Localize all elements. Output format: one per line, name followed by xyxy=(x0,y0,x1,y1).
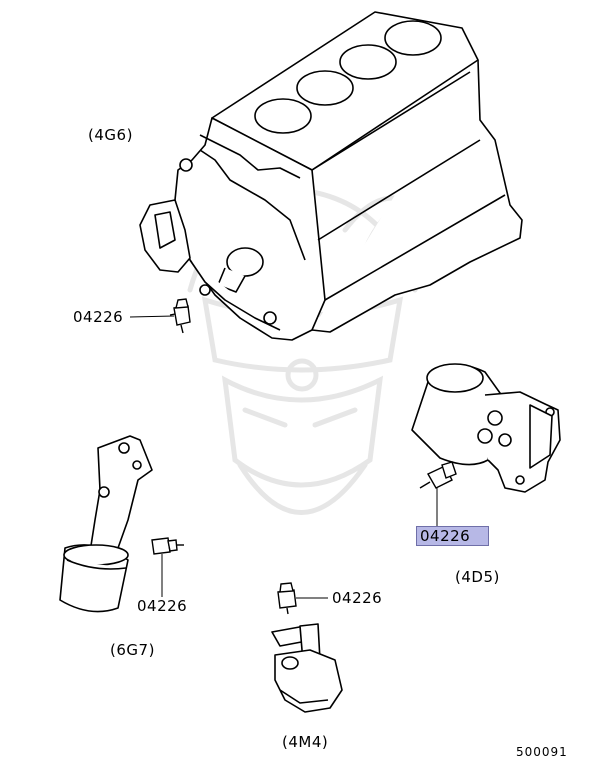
watermark-eye-left xyxy=(242,407,288,428)
watermark-face xyxy=(221,375,384,488)
switch-4-hex xyxy=(279,582,294,593)
cylinder-bore-4 xyxy=(384,20,442,56)
cylinder-bore-3 xyxy=(339,44,397,80)
filter-top xyxy=(426,363,484,393)
oil-pump-detail xyxy=(154,211,176,249)
bolt-hole-2 xyxy=(199,284,211,296)
housing-arm xyxy=(89,435,153,561)
bracket-port-2 xyxy=(477,428,493,444)
switch-2-terminal xyxy=(419,481,431,489)
part-number-4[interactable]: 04226 xyxy=(332,589,383,607)
switch-3-hex xyxy=(167,539,178,552)
part-number-3[interactable]: 04226 xyxy=(137,597,188,615)
figure-reference: 500091 xyxy=(516,745,568,759)
block-rib-3 xyxy=(324,194,506,301)
switch-1-body xyxy=(173,305,191,326)
block-lower-flange xyxy=(189,259,281,331)
bolt-hole-1 xyxy=(263,311,277,325)
filter-cylinder-band xyxy=(66,559,127,570)
switch-1-thread xyxy=(180,324,184,334)
watermark-eye-right xyxy=(312,407,358,428)
housing-bolt-2 xyxy=(98,486,110,498)
cylinder-bore-1 xyxy=(254,98,312,134)
housing-bolt-3 xyxy=(132,460,142,470)
leader-line-1 xyxy=(129,315,175,318)
timing-cover-line xyxy=(199,134,301,179)
bracket-port-1 xyxy=(487,410,503,426)
bracket-bolt-2 xyxy=(515,475,525,485)
housing-bolt-1 xyxy=(118,442,130,454)
bracket-gasket xyxy=(529,404,553,469)
head-port xyxy=(281,656,299,670)
switch-2-hex xyxy=(441,461,457,479)
oil-filter-assembly-4d5 xyxy=(411,363,561,493)
bracket-port-3 xyxy=(498,433,512,447)
head-flange xyxy=(279,689,329,704)
switch-4-thread xyxy=(286,607,289,615)
part-number-2-selected[interactable]: 04226 xyxy=(420,527,471,545)
pressure-switch-4 xyxy=(277,582,297,615)
watermark-beard xyxy=(237,462,368,515)
block-right-side xyxy=(311,59,523,333)
switch-1-hex xyxy=(175,298,189,309)
block-rib-1 xyxy=(311,71,471,171)
block-rib-2 xyxy=(317,139,481,241)
switch-4-body xyxy=(277,589,297,609)
crank-snout xyxy=(217,267,246,293)
switch-3-body xyxy=(151,537,171,555)
oil-filter-head-4m4 xyxy=(271,623,343,713)
pressure-switch-3 xyxy=(151,537,184,555)
callout-4d5: (4D5) xyxy=(455,568,500,586)
cylinder-bore-2 xyxy=(296,70,354,106)
engine-block-4g6 xyxy=(139,11,523,341)
part-number-1[interactable]: 04226 xyxy=(73,308,124,326)
pressure-switch-2 xyxy=(419,461,457,489)
oil-filter-housing-6g7 xyxy=(59,435,153,613)
callout-6g7: (6G7) xyxy=(110,641,155,659)
front-cover-detail xyxy=(199,149,306,261)
pressure-switch-1 xyxy=(169,298,191,334)
callout-4m4: (4M4) xyxy=(282,733,329,751)
selected-part-highlight[interactable] xyxy=(416,526,489,546)
switch-1-terminal xyxy=(169,313,176,316)
callout-4g6: (4G6) xyxy=(88,126,133,144)
watermark-crest xyxy=(285,358,319,392)
bolt-hole-3 xyxy=(179,158,193,172)
